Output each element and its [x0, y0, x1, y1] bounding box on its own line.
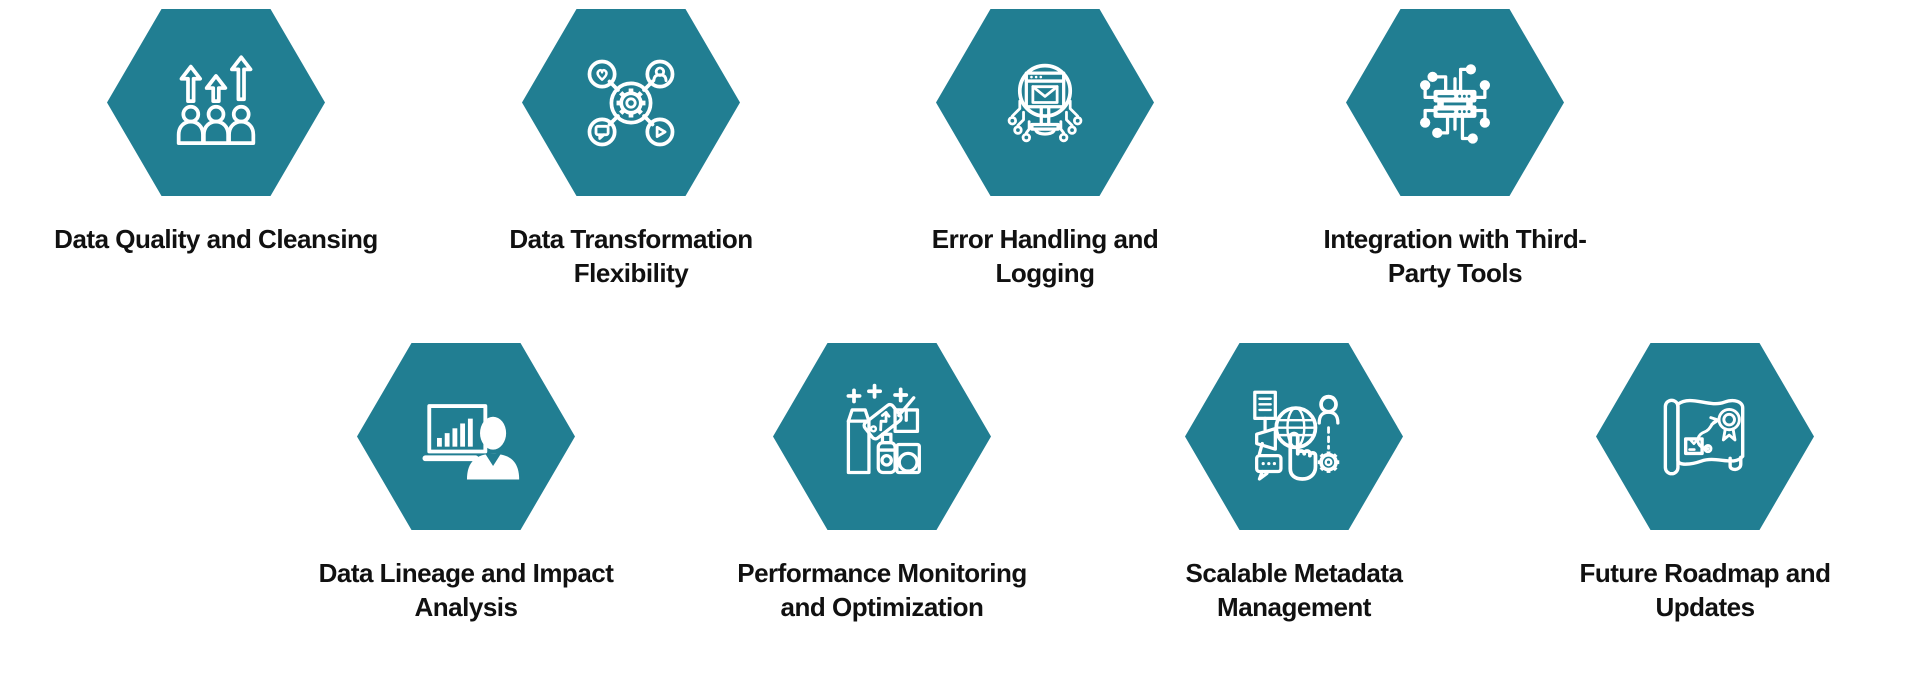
hexagon-shape — [1185, 343, 1403, 530]
hex-label-line: Data Quality and Cleansing — [54, 224, 378, 254]
hex-cell-roadmap: Future Roadmap and Updates — [1525, 343, 1885, 624]
server-network-icon — [1420, 63, 1490, 144]
hand-globe-management-icon — [1253, 390, 1340, 481]
hex-label-line: Analysis — [414, 592, 518, 622]
hex-label: Data Quality and Cleansing — [54, 222, 378, 256]
growth-team-arrows-icon — [176, 54, 256, 145]
hex-label: Data Lineage and Impact Analysis — [319, 556, 614, 624]
hex-label-line: Data Lineage and Impact — [318, 558, 614, 588]
bulb-mail-circuit-icon — [1007, 63, 1083, 142]
hex-label: Integration with Third- Party Tools — [1324, 222, 1587, 290]
hex-label-line: Data Transformation — [509, 224, 753, 254]
hex-label-line: Management — [1217, 592, 1371, 622]
hex-cell-metadata: Scalable Metadata Management — [1114, 343, 1474, 624]
hex-label: Data Transformation Flexibility — [509, 222, 753, 290]
hex-label-line: Future Roadmap and — [1579, 558, 1831, 588]
hex-label: Performance Monitoring and Optimization — [737, 556, 1027, 624]
hex-cell-integration: Integration with Third- Party Tools — [1275, 9, 1635, 290]
hex-label-line: Updates — [1655, 592, 1755, 622]
gear-network-icon — [587, 59, 675, 146]
hex-label-line: Party Tools — [1387, 258, 1523, 288]
hex-label-line: Error Handling and — [931, 224, 1159, 254]
hexagon-shape — [773, 343, 991, 530]
hex-cell-data-transformation: Data Transformation Flexibility — [451, 9, 811, 290]
hexagon-shape — [1346, 9, 1564, 196]
hex-cell-performance: Performance Monitoring and Optimization — [702, 343, 1062, 624]
hexagon-shape — [107, 9, 325, 196]
hex-label-line: Performance Monitoring — [737, 558, 1027, 588]
products-price-tag-icon — [846, 383, 921, 474]
hexagon-shape — [1596, 343, 1814, 530]
hex-cell-data-quality: Data Quality and Cleansing — [36, 9, 396, 256]
hexagon-shape — [357, 343, 575, 530]
hex-cell-data-lineage: Data Lineage and Impact Analysis — [286, 343, 646, 624]
hex-label-line: Flexibility — [573, 258, 689, 288]
hex-cell-error-handling: Error Handling and Logging — [865, 9, 1225, 290]
hexagon-shape — [522, 9, 740, 196]
hex-label: Future Roadmap and Updates — [1579, 556, 1831, 624]
hex-label-line: Logging — [995, 258, 1095, 288]
hex-label: Error Handling and Logging — [931, 222, 1159, 290]
hexagon-shape — [936, 9, 1154, 196]
hex-label-line: and Optimization — [780, 592, 984, 622]
presenter-chart-icon — [422, 403, 520, 480]
hex-label-line: Scalable Metadata — [1185, 558, 1403, 588]
roadmap-scroll-badge-icon — [1663, 398, 1745, 475]
hex-label-line: Integration with Third- — [1323, 224, 1587, 254]
hex-label: Scalable Metadata Management — [1186, 556, 1403, 624]
